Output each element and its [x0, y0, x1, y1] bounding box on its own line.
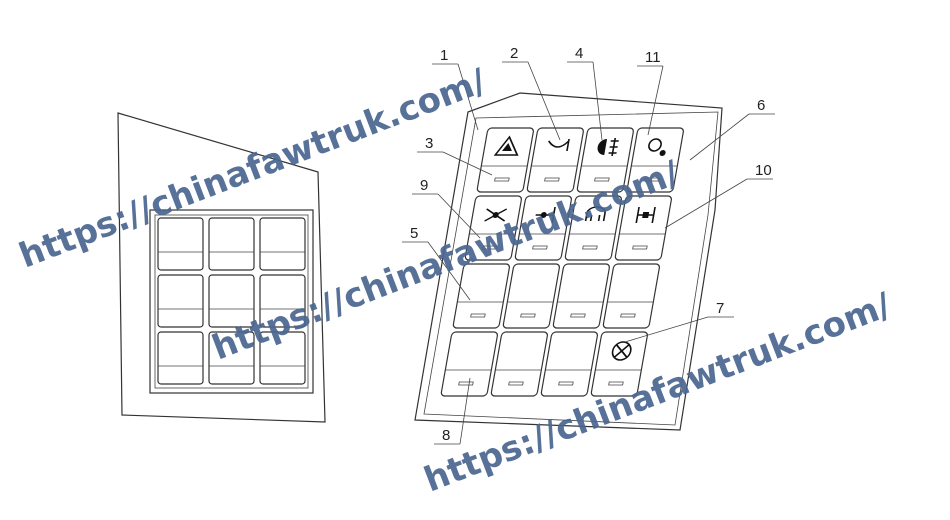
blank-switch: [157, 217, 204, 271]
rocker-switch: [452, 263, 510, 329]
callout-9: 9: [412, 177, 481, 239]
callout-label: 7: [716, 300, 724, 317]
callout-label: 5: [410, 225, 418, 242]
rocker-switch: [602, 263, 660, 329]
exhaust-brake-icon: [584, 206, 606, 221]
rocker-switch: [476, 127, 534, 193]
blank-switch: [259, 274, 306, 328]
hazard-warning-icon: [493, 135, 519, 156]
watermark: https://chinafawtruk.com/: [207, 153, 685, 368]
callout-label: 6: [757, 97, 765, 114]
callout-7: 7: [624, 300, 734, 343]
differential-lock-icon: [484, 208, 508, 222]
blank-switch: [259, 217, 306, 271]
callout-11: 11: [637, 49, 664, 136]
callout-label: 8: [442, 427, 450, 444]
callout-label: 3: [425, 135, 433, 152]
rocker-switch: [626, 127, 684, 193]
rocker-switch: [540, 331, 598, 397]
rear-fog-lamp-icon: [597, 138, 619, 156]
rocker-switch: [514, 195, 572, 261]
rocker-switch: [552, 263, 610, 329]
callout-label: 1: [440, 47, 448, 64]
watermark: https://chinafawtruk.com/: [14, 61, 492, 276]
rocker-switch: [576, 127, 634, 193]
blank-switch: [208, 217, 255, 271]
right-panel: [414, 92, 723, 431]
blank-switch: [157, 274, 204, 328]
inter-axle-lock-icon: [635, 207, 656, 223]
callout-3: 3: [417, 135, 493, 176]
callout-label: 4: [575, 45, 583, 62]
rocker-switch: [502, 263, 560, 329]
callout-label: 2: [510, 45, 518, 62]
callout-1: 1: [432, 47, 479, 131]
left-panel: [117, 112, 326, 423]
blank-switch: [157, 331, 204, 385]
callout-label: 9: [420, 177, 428, 194]
rocker-switch: [490, 331, 548, 397]
blank-switch: [208, 331, 255, 385]
axle-lock-icon: [535, 207, 556, 223]
rocker-switch: [564, 195, 622, 261]
rocker-switch: [614, 195, 672, 261]
callout-10: 10: [664, 162, 773, 229]
work-lamp-icon: [648, 138, 666, 156]
callout-6: 6: [689, 97, 775, 161]
rocker-switch: [590, 331, 648, 397]
callout-2: 2: [502, 45, 561, 141]
power-takeoff-icon: [611, 341, 632, 361]
callout-5: 5: [402, 225, 471, 301]
callout-label: 10: [755, 162, 772, 179]
callout-4: 4: [567, 45, 603, 141]
blank-switch: [208, 274, 255, 328]
rocker-switch: [526, 127, 584, 193]
blank-switch: [259, 331, 306, 385]
watermark: https://chinafawtruk.com/: [419, 285, 897, 500]
rocker-switch: [440, 331, 498, 397]
horn-icon: [548, 139, 570, 151]
callout-label: 11: [645, 49, 661, 66]
callout-8: 8: [434, 377, 471, 445]
